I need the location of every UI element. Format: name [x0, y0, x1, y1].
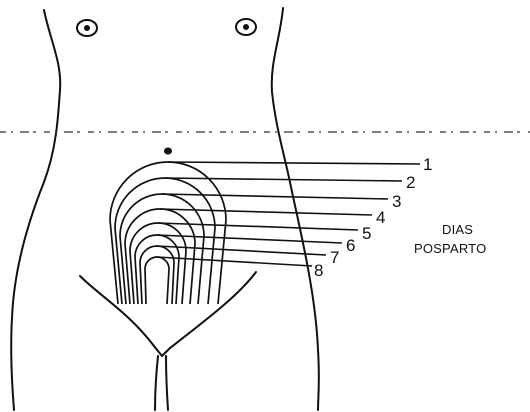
right-nipple-icon [236, 19, 256, 35]
day-label-7: 7 [330, 248, 339, 267]
day-label-2: 2 [406, 173, 415, 192]
leader-line-day-7 [157, 246, 326, 255]
left-inner-leg [155, 356, 158, 410]
day-label-3: 3 [392, 192, 401, 211]
day-number-labels: 1 2 3 4 5 6 7 8 [314, 155, 432, 280]
leader-line-day-5 [158, 223, 358, 230]
torso-right-outline [272, 8, 319, 410]
pubic-junction [154, 346, 170, 356]
fundal-height-curves [110, 162, 226, 304]
torso-left-outline [11, 10, 60, 410]
caption-posparto: POSPARTO [414, 241, 486, 256]
day-label-6: 6 [346, 236, 355, 255]
day-label-8: 8 [314, 261, 323, 280]
leader-line-day-1 [168, 162, 420, 164]
caption: DIAS POSPARTO [414, 222, 486, 256]
left-nipple-icon [77, 20, 97, 36]
leader-line-day-4 [160, 209, 372, 215]
leader-line-day-2 [165, 178, 402, 181]
leader-line-day-3 [162, 194, 388, 199]
right-inner-leg [166, 356, 168, 410]
fundus-curve-day-8 [145, 257, 169, 304]
caption-dias: DIAS [442, 222, 473, 237]
day-label-4: 4 [376, 208, 385, 227]
day-label-5: 5 [362, 224, 371, 243]
leader-line-day-8 [157, 257, 312, 266]
navel-icon [164, 148, 172, 155]
day-label-1: 1 [423, 155, 432, 174]
